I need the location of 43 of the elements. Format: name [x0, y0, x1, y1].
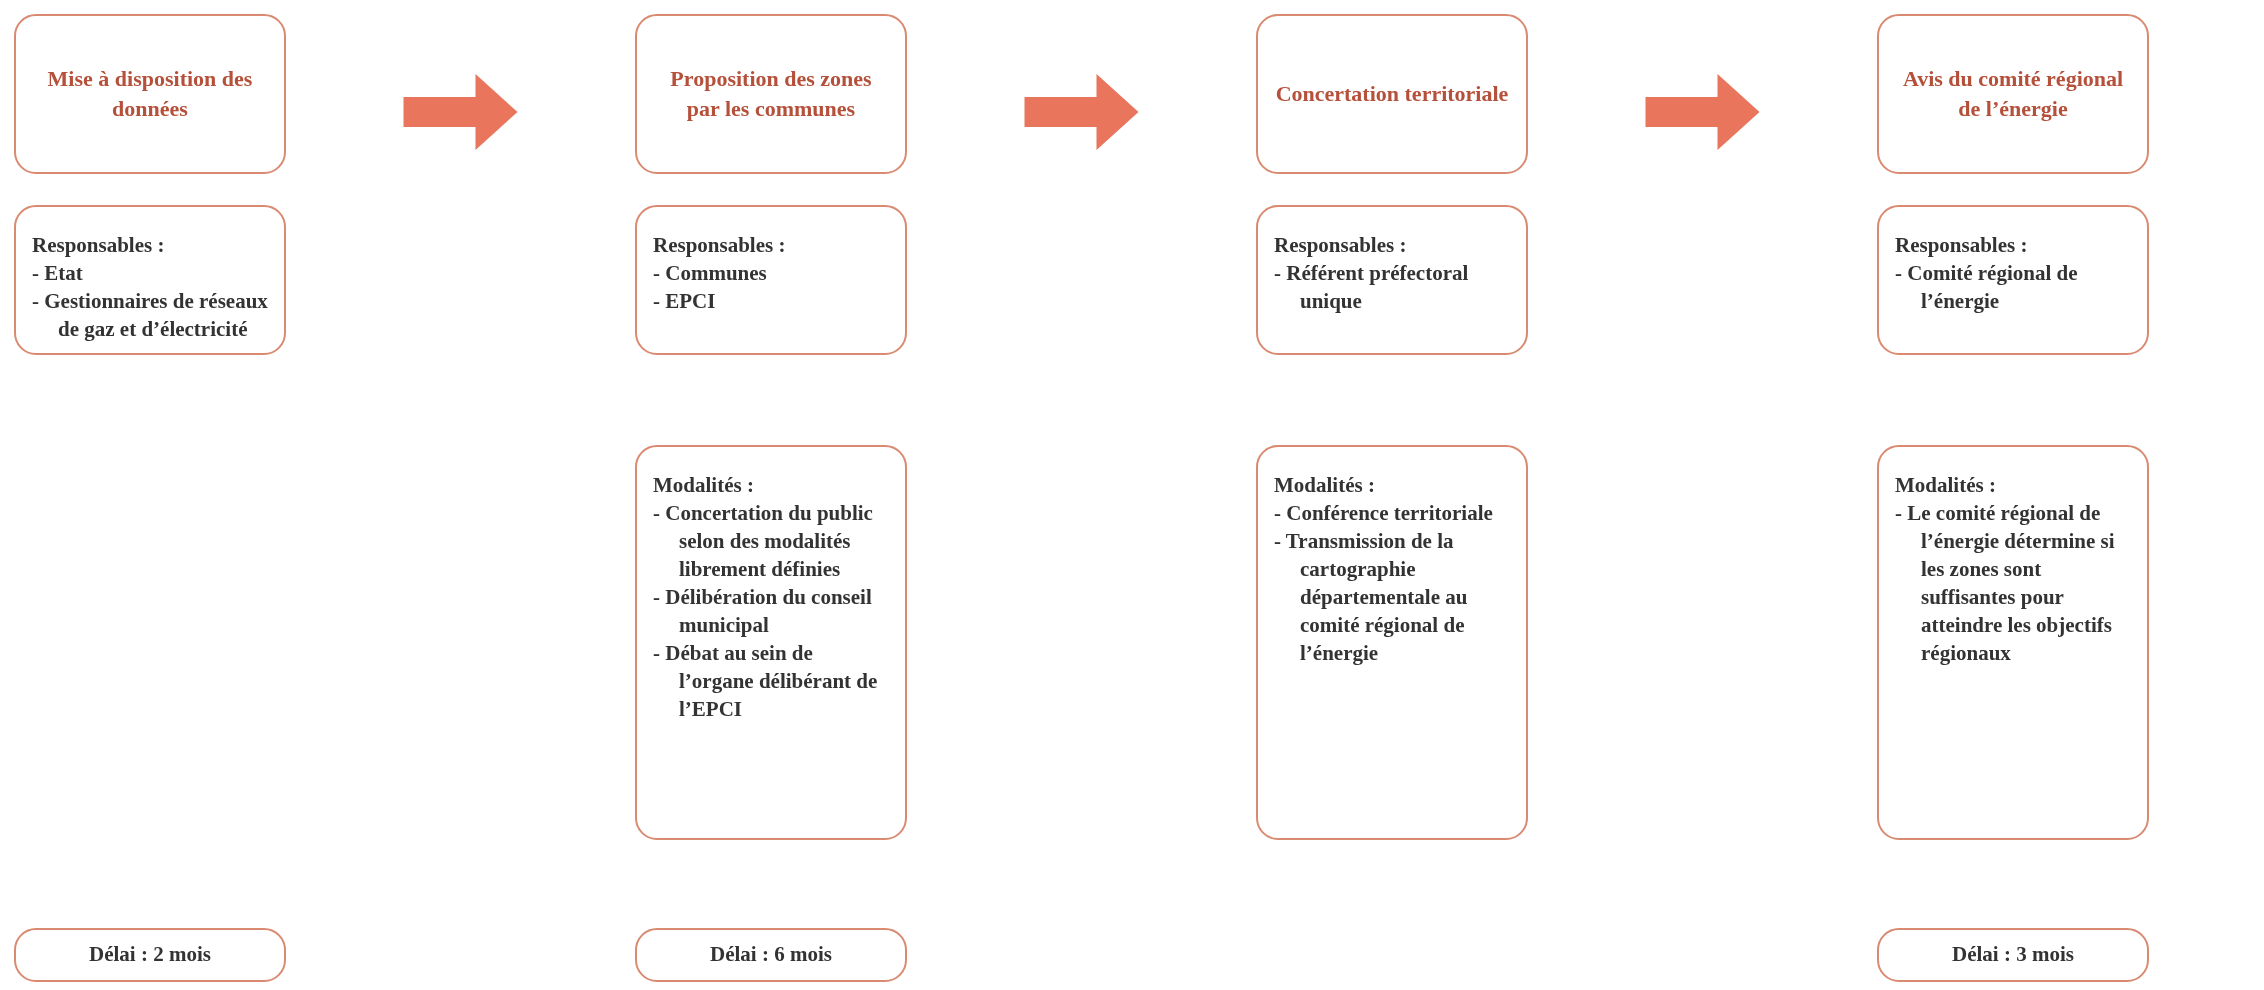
list-item: - Etat — [32, 260, 84, 287]
deadline-text: Délai : 6 mois — [710, 941, 832, 969]
section-heading: Responsables : — [653, 232, 787, 259]
list-item: - Débat au sein de l’organe délibérant de l’EPCI — [653, 640, 879, 723]
step-box — [14, 14, 286, 174]
list-item: - Le comité régional de l’énergie détermine si les zones sont suffisantes pour atteindre les objectifs régionaux — [1895, 500, 2116, 667]
list-item: - Concertation du public selon des modalités librement définies — [653, 500, 874, 583]
block-arrow — [1024, 74, 1139, 150]
step-box — [635, 14, 907, 174]
details-box — [635, 445, 907, 840]
details-box — [635, 205, 907, 355]
list-item: - Référent préfectoral unique — [1274, 260, 1470, 315]
section-heading: Responsables : — [1274, 232, 1408, 259]
deadline-box — [14, 928, 286, 982]
deadline-box — [635, 928, 907, 982]
list-item: - Gestionnaires de réseaux de gaz et d’électricité — [32, 288, 268, 343]
step-box — [1877, 14, 2149, 174]
details-box — [1256, 205, 1528, 355]
list-item: - Conférence territoriale — [1274, 500, 1494, 527]
step-title: Avis du comité régional de l’énergie — [1901, 65, 2125, 123]
step-title: Mise à disposition des données — [46, 65, 254, 123]
list-item: - Transmission de la cartographie départementale au comité régional de l’énergie — [1274, 528, 1469, 667]
step-title: Concertation territoriale — [1275, 80, 1509, 108]
details-box — [1877, 445, 2149, 840]
step-title: Proposition des zones par les communes — [669, 65, 873, 123]
details-box — [14, 205, 286, 355]
section-heading: Modalités : — [653, 472, 755, 499]
details-box — [1256, 445, 1528, 840]
details-box — [1877, 205, 2149, 355]
deadline-box — [1877, 928, 2149, 982]
list-item: - Délibération du conseil municipal — [653, 584, 873, 639]
block-arrow — [403, 74, 518, 150]
deadline-text: Délai : 2 mois — [89, 941, 211, 969]
list-item: - Comité régional de l’énergie — [1895, 260, 2079, 315]
list-item: - EPCI — [653, 288, 717, 315]
section-heading: Responsables : — [32, 232, 166, 259]
step-box — [1256, 14, 1528, 174]
section-heading: Responsables : — [1895, 232, 2029, 259]
list-item: - Communes — [653, 260, 768, 287]
deadline-text: Délai : 3 mois — [1952, 941, 2074, 969]
block-arrow — [1645, 74, 1760, 150]
section-heading: Modalités : — [1274, 472, 1376, 499]
section-heading: Modalités : — [1895, 472, 1997, 499]
